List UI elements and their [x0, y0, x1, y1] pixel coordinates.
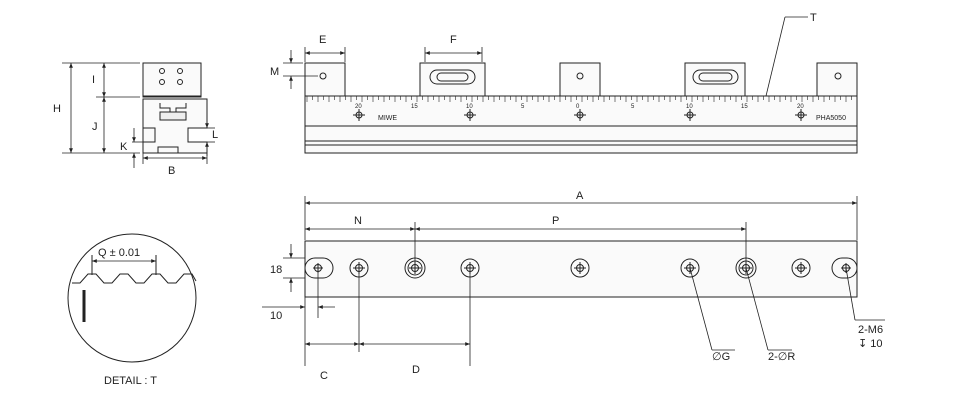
rail-brand-text: MIWE: [378, 115, 397, 122]
mount-hole: [680, 258, 700, 278]
label-2-m6: 2-M6: [858, 324, 883, 336]
ruler-label: 20: [355, 104, 362, 110]
label-M: M: [270, 66, 279, 78]
side-body: [142, 98, 208, 154]
ruler-label: 15: [741, 104, 748, 110]
label-L: L: [212, 129, 218, 141]
label-N: N: [354, 215, 362, 227]
ruler-label: 10: [466, 104, 473, 110]
label-T: T: [810, 12, 817, 24]
mount-hole: [570, 258, 590, 278]
side-top-block: [142, 62, 202, 98]
label-A: A: [576, 190, 584, 202]
rail-bottom: [304, 240, 858, 298]
stop-block-2: [419, 62, 486, 97]
ruler-ticks: [306, 96, 852, 102]
detail-circle: [67, 233, 197, 363]
front-view: [304, 62, 858, 154]
label-phi-g: ∅G: [712, 351, 730, 363]
front-view-dims: [283, 16, 808, 97]
label-C: C: [320, 370, 328, 382]
label-2-phi-r: 2-∅R: [768, 351, 795, 363]
label-K: K: [120, 141, 128, 153]
stop-block-4: [684, 62, 746, 97]
label-10: 10: [270, 310, 282, 322]
ruler-label: 10: [686, 104, 693, 110]
label-I: I: [92, 74, 95, 86]
end-slot-left: [304, 257, 334, 279]
detail-tooth-profile: [72, 273, 197, 284]
label-F: F: [450, 34, 457, 46]
stop-block-1: [304, 62, 346, 97]
crosshair-marks: [353, 109, 807, 121]
ruler-label: 5: [521, 104, 525, 110]
label-18: 18: [270, 264, 282, 276]
rail-model-text: PHA5050: [816, 115, 846, 122]
label-D: D: [412, 364, 420, 376]
label-H: H: [53, 103, 61, 115]
ruler-labels: 20 15 10 5 0 5 10 15 20: [355, 104, 804, 110]
bottom-view: [304, 240, 858, 298]
label-E: E: [319, 34, 326, 46]
label-depth-10: ↧ 10: [858, 338, 883, 350]
ruler-label: 15: [411, 104, 418, 110]
ruler-label: 0: [576, 104, 580, 110]
ruler-label: 5: [631, 104, 635, 110]
stop-block-5: [816, 62, 858, 97]
bottom-view-dims: [262, 196, 885, 366]
detail-t: [67, 233, 197, 363]
side-view: [142, 62, 208, 154]
label-q-tolerance: Q ± 0.01: [98, 247, 140, 259]
label-J: J: [92, 121, 98, 133]
label-P: P: [552, 215, 559, 227]
label-detail: DETAIL : T: [104, 375, 157, 387]
end-slot-right: [831, 257, 858, 279]
ruler-label: 20: [797, 104, 804, 110]
rail-body: [304, 95, 858, 154]
mount-hole: [791, 258, 811, 278]
side-view-dims: [62, 62, 215, 168]
label-B: B: [168, 165, 175, 177]
